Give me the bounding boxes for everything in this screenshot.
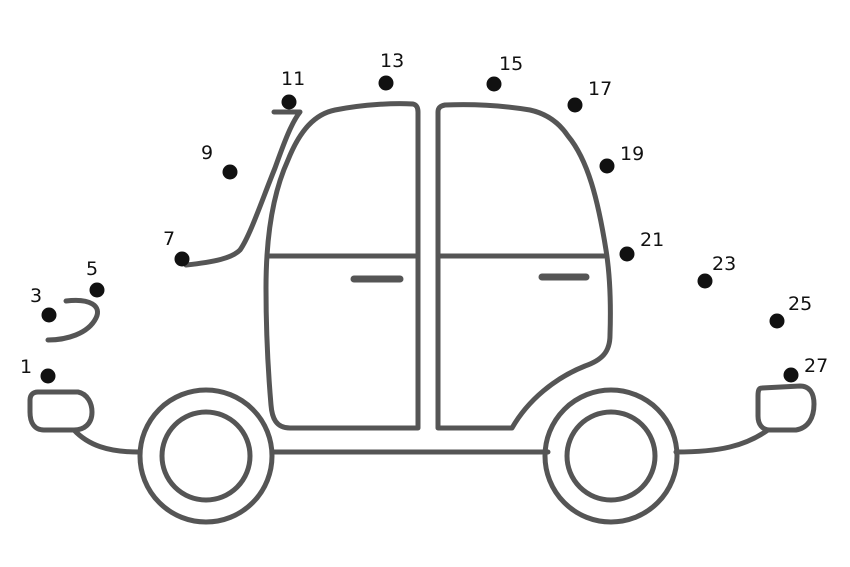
dot-number-label: 15 [499, 53, 523, 75]
dot-marker [378, 75, 394, 91]
dot-number-label: 3 [30, 285, 42, 307]
dot-21: 21 [619, 229, 664, 262]
dot-number-label: 19 [620, 143, 644, 165]
dot-marker [769, 313, 785, 329]
dot-19: 19 [599, 143, 644, 174]
front-door-outline [263, 101, 421, 431]
dot-3: 3 [30, 285, 57, 323]
front-wheel [137, 387, 275, 525]
dot-13: 13 [378, 50, 404, 91]
front-headlight [27, 389, 95, 433]
dot-23: 23 [697, 253, 736, 289]
dot-7: 7 [163, 228, 190, 267]
dot-17: 17 [567, 78, 612, 113]
rear-wheel [542, 387, 680, 525]
rear-taillight [755, 383, 817, 433]
dot-number-label: 13 [380, 50, 404, 72]
front-bumper-line [71, 427, 141, 455]
dot-25: 25 [769, 293, 812, 329]
dot-9: 9 [201, 142, 238, 180]
dot-number-label: 1 [20, 356, 32, 378]
dot-number-label: 27 [804, 355, 828, 377]
dot-number-label: 9 [201, 142, 213, 164]
dot-marker [89, 282, 105, 298]
dot-marker [281, 94, 297, 110]
dot-number-label: 5 [86, 258, 98, 280]
dot-number-label: 11 [281, 68, 305, 90]
car-outline [27, 101, 817, 525]
dot-marker [783, 367, 799, 383]
dot-1: 1 [20, 356, 56, 384]
windshield-line [183, 109, 303, 268]
dot-number-label: 25 [788, 293, 812, 315]
dot-marker [40, 368, 56, 384]
dot-marker [567, 97, 583, 113]
dot-marker [222, 164, 238, 180]
rear-door-outline [435, 102, 613, 431]
dot-number-label: 7 [163, 228, 175, 250]
dot-15: 15 [486, 53, 523, 92]
front-arch-hook [45, 297, 100, 343]
dot-marker [619, 246, 635, 262]
rear-bumper-line [673, 427, 771, 455]
dot-number-label: 23 [712, 253, 736, 275]
dot-number-label: 17 [588, 78, 612, 100]
dot-number-label: 21 [640, 229, 664, 251]
dot-5: 5 [86, 258, 105, 298]
dot-11: 11 [281, 68, 305, 110]
dot-marker [41, 307, 57, 323]
dot-27: 27 [783, 355, 828, 383]
dot-marker [599, 158, 615, 174]
dot-marker [697, 273, 713, 289]
dot-marker [486, 76, 502, 92]
dot-marker [174, 251, 190, 267]
